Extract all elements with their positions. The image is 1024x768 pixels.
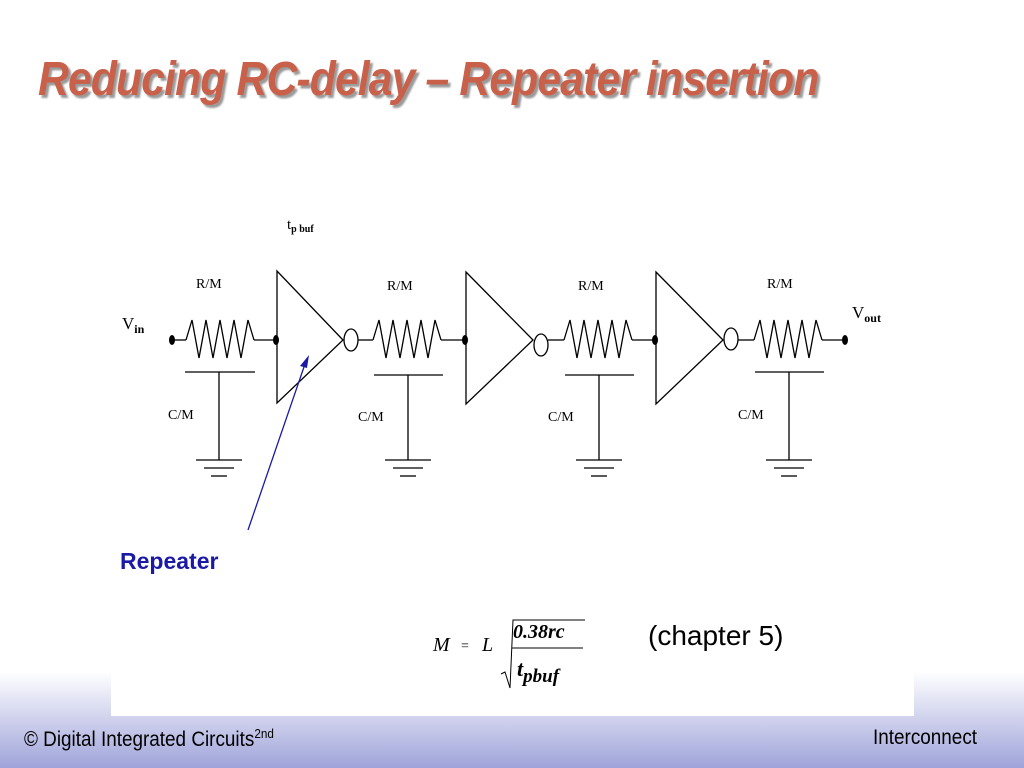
resistor-label-3: R/M <box>578 279 604 294</box>
capacitor-label-1: C/M <box>168 408 194 423</box>
formula-factor: L <box>481 634 493 656</box>
node <box>652 335 658 345</box>
tpbuf-label: tp buf <box>287 217 314 235</box>
repeater-pointer-line <box>247 363 306 531</box>
resistor-3 <box>563 319 633 359</box>
chapter-note: (chapter 5) <box>648 620 784 651</box>
formula-equals: = <box>461 639 469 654</box>
capacitor-label-4: C/M <box>738 408 764 423</box>
buffer-1-bubble <box>343 328 359 352</box>
buffer-1 <box>276 269 344 405</box>
vout-node <box>842 335 848 345</box>
formula-numerator: 0.38rc <box>513 621 565 643</box>
repeater-arrowhead <box>300 355 309 368</box>
capacitor-label-2: C/M <box>358 410 384 425</box>
buffer-3-bubble <box>723 327 739 351</box>
footer-edition: 2nd <box>254 726 274 741</box>
vout-label: Vout <box>852 303 881 325</box>
node <box>462 335 468 345</box>
vin-node <box>169 335 175 345</box>
repeater-count-formula: M = L 0.38rc tpbuf <box>432 619 585 689</box>
formula-denominator: tpbuf <box>517 656 561 687</box>
node <box>273 335 279 345</box>
resistor-4 <box>753 319 823 359</box>
resistor-1 <box>185 319 255 359</box>
vin-label: Vin <box>122 314 145 336</box>
resistor-label-1: R/M <box>196 277 222 292</box>
buffer-2-bubble <box>533 333 549 357</box>
content-panel <box>111 600 914 716</box>
resistor-label-4: R/M <box>767 277 793 292</box>
slide-title: Reducing RC-delay – Repeater insertion <box>38 53 819 106</box>
buffer-2 <box>465 270 534 406</box>
resistor-label-2: R/M <box>387 279 413 294</box>
resistor-2 <box>372 319 442 359</box>
footer-section: Interconnect <box>873 726 978 749</box>
formula-lhs: M <box>432 634 451 656</box>
capacitor-label-3: C/M <box>548 410 574 425</box>
repeater-label: Repeater <box>120 548 219 574</box>
buffer-3 <box>655 270 724 406</box>
repeater-circuit-diagram: tp buf Vin Vout R/M R/M R/M R/M C/M C/M … <box>122 217 881 531</box>
footer-copyright: © Digital Integrated Circuits2nd <box>24 726 274 751</box>
radical-sign <box>500 619 585 689</box>
